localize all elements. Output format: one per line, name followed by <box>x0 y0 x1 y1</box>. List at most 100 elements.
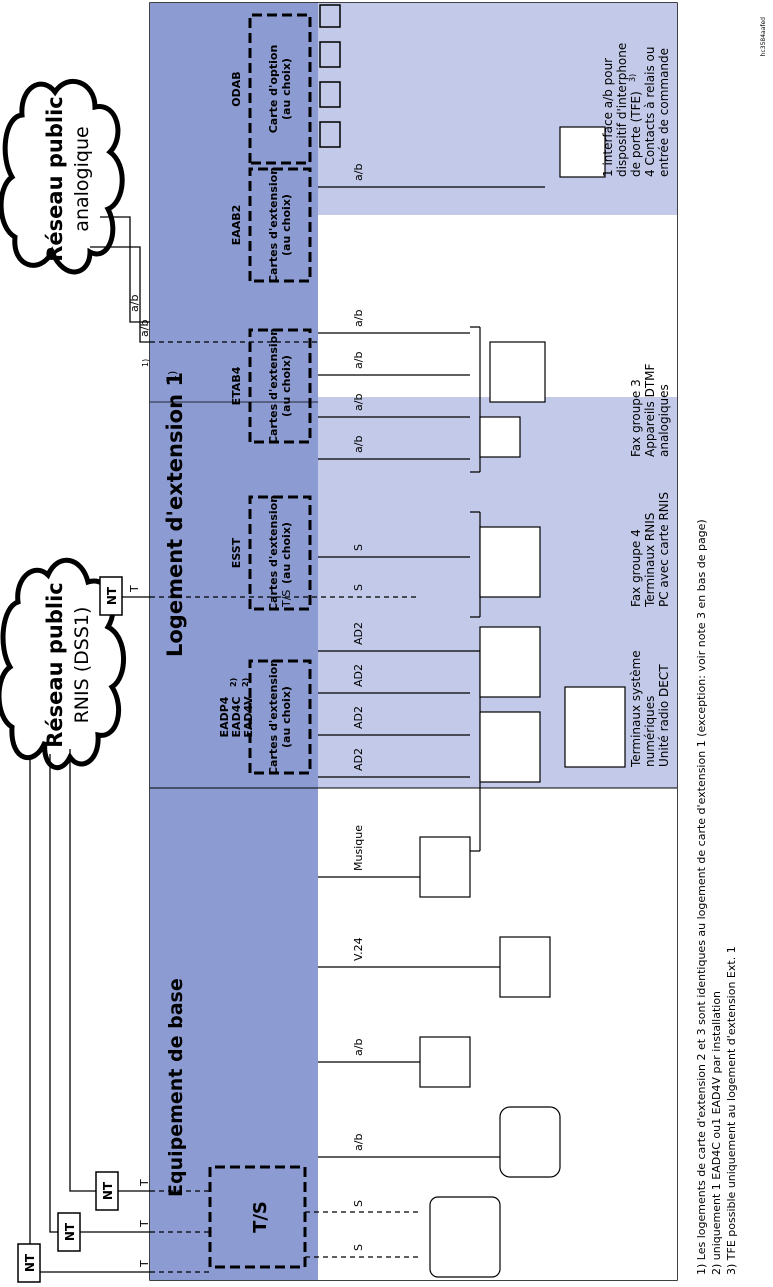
eadp-card1: Cartes d'extension <box>267 659 280 775</box>
isdn-cloud-title: Réseau public <box>43 582 67 747</box>
t-label-1: T <box>138 1260 151 1268</box>
nt-label-3: NT <box>101 1181 115 1200</box>
ts-label-ext: T/S <box>280 590 293 608</box>
eadp-sup2: 2) <box>229 678 238 687</box>
telephone-icon <box>429 1196 501 1278</box>
relay-box-2 <box>319 81 341 108</box>
esst-s-label: S <box>352 544 365 551</box>
line-analog-2 <box>100 216 150 323</box>
isdn-cloud-subtitle: RNIS (DSS1) <box>71 607 93 724</box>
etab-ab-label-3: a/b <box>352 352 365 369</box>
ab-sup: 1) <box>141 359 150 367</box>
etab-caption-3: analogiques <box>657 384 671 457</box>
eadp-caption-1: Terminaux système <box>629 650 643 768</box>
tape-icon <box>479 416 521 458</box>
nt-label-1: NT <box>23 1253 37 1272</box>
odab-card1: Carte d'option <box>267 45 280 134</box>
etab-ab-label-1: a/b <box>352 436 365 453</box>
esst-caption-3: PC avec carte RNIS <box>657 492 671 607</box>
t-label-2: T <box>138 1220 151 1228</box>
isdn-phone-icon <box>479 526 541 598</box>
relay-box-1 <box>319 121 341 148</box>
phone-icon <box>499 1106 561 1178</box>
nt-label-ext: NT <box>105 586 119 605</box>
ab-label-analog-1: a/b <box>138 320 151 337</box>
ext-title: Logement d'extension 1 <box>163 372 187 657</box>
esst-box <box>248 495 312 611</box>
analog-cloud-subtitle: analogique <box>71 126 93 231</box>
base-musique-label: Musique <box>352 825 365 871</box>
s-label-1: S <box>352 1244 365 1251</box>
nt-box-3: NT <box>95 1171 119 1211</box>
eadp-card2: (au choix) <box>280 686 293 748</box>
base-title: Equipement de base <box>165 978 187 1197</box>
odab-card2: (au choix) <box>280 58 293 120</box>
nt-label-2: NT <box>63 1222 77 1241</box>
answering-machine-icon <box>419 1036 471 1088</box>
base-ab-label-2: a/b <box>352 1039 365 1056</box>
footnote-1: 1) Les logements de carte d'extension 2 … <box>695 519 708 1275</box>
isdn-cloud: Réseau public RNIS (DSS1) <box>0 557 126 771</box>
odab-caption-3: de porte (TFE) <box>629 91 643 177</box>
relay-box-3 <box>319 41 341 68</box>
etab-card2: (au choix) <box>280 355 293 417</box>
etab-box <box>248 328 312 444</box>
esst-name: ESST <box>230 537 243 568</box>
printer-icon <box>499 936 551 998</box>
etab-name: ETAB4 <box>230 366 243 405</box>
system-phone-2-icon <box>479 626 541 698</box>
nt-box-2: NT <box>57 1212 81 1252</box>
t-label-3: T <box>138 1179 151 1187</box>
analog-cloud-title: Réseau public <box>43 96 67 261</box>
eaab-white-area <box>318 215 677 397</box>
ext-band <box>150 3 318 788</box>
relay-box-4 <box>319 4 341 28</box>
computer-icon <box>564 686 626 768</box>
door-intercom-icon <box>559 126 606 178</box>
eadp-name1: EADP4 <box>218 696 231 737</box>
etab-ab-label-2: a/b <box>352 394 365 411</box>
ad2-label-1: AD2 <box>352 748 365 771</box>
ext-title-sup: 1) <box>166 371 179 382</box>
eadp-sup3: 2) <box>241 678 250 687</box>
eadp-name3: EAD4V <box>242 696 255 738</box>
radio-icon <box>419 836 471 898</box>
esst-caption-1: Fax groupe 4 <box>629 529 643 607</box>
odab-relays <box>319 4 341 148</box>
eadp-box <box>248 659 312 775</box>
watermark: hc3584aafed <box>760 17 767 57</box>
footnote-2: 2) uniquement 1 EAD4C ou1 EAD4V par inst… <box>710 991 723 1275</box>
line-cloud-nt2 <box>49 754 150 1233</box>
eaab-name: EAAB2 <box>230 205 243 246</box>
odab-caption-5: entrée de commande <box>657 48 671 177</box>
eadp-caption-2: numériques <box>643 696 657 767</box>
ad2-label-2: AD2 <box>352 706 365 729</box>
base-v24-label: V.24 <box>352 937 365 961</box>
odab-caption-4: 4 Contacts à relais ou <box>643 47 657 177</box>
odab-ab-label: a/b <box>352 164 365 181</box>
etab-ab-label-4: a/b <box>352 310 365 327</box>
etab-caption-2: Appareils DTMF <box>643 363 657 457</box>
ts-box <box>208 1165 307 1269</box>
ad2-label-3: AD2 <box>352 664 365 687</box>
eadp-name2: EAD4C <box>230 697 243 738</box>
system-phone-icon <box>479 711 541 783</box>
fax-icon <box>489 341 546 403</box>
odab-name: ODAB <box>230 71 243 106</box>
ab-label-analog-2: a/b <box>128 295 141 312</box>
odab-caption-3-sup: 3) <box>628 74 637 82</box>
s-label-2: S <box>352 1200 365 1207</box>
s-label-ext: S <box>352 584 365 591</box>
t-label-ext: T <box>128 585 141 593</box>
footnote-3: 3) TFE possible uniquement au logement d… <box>725 946 738 1275</box>
ts-box-label: T/S <box>250 1201 271 1233</box>
nt-box-ext: NT <box>99 576 123 616</box>
eaab-card2: (au choix) <box>280 194 293 256</box>
eaab-box <box>248 167 312 283</box>
odab-caption-2: dispositif d'interphone <box>615 43 629 177</box>
etab-caption-1: Fax groupe 3 <box>629 379 643 457</box>
base-band <box>150 788 318 1280</box>
